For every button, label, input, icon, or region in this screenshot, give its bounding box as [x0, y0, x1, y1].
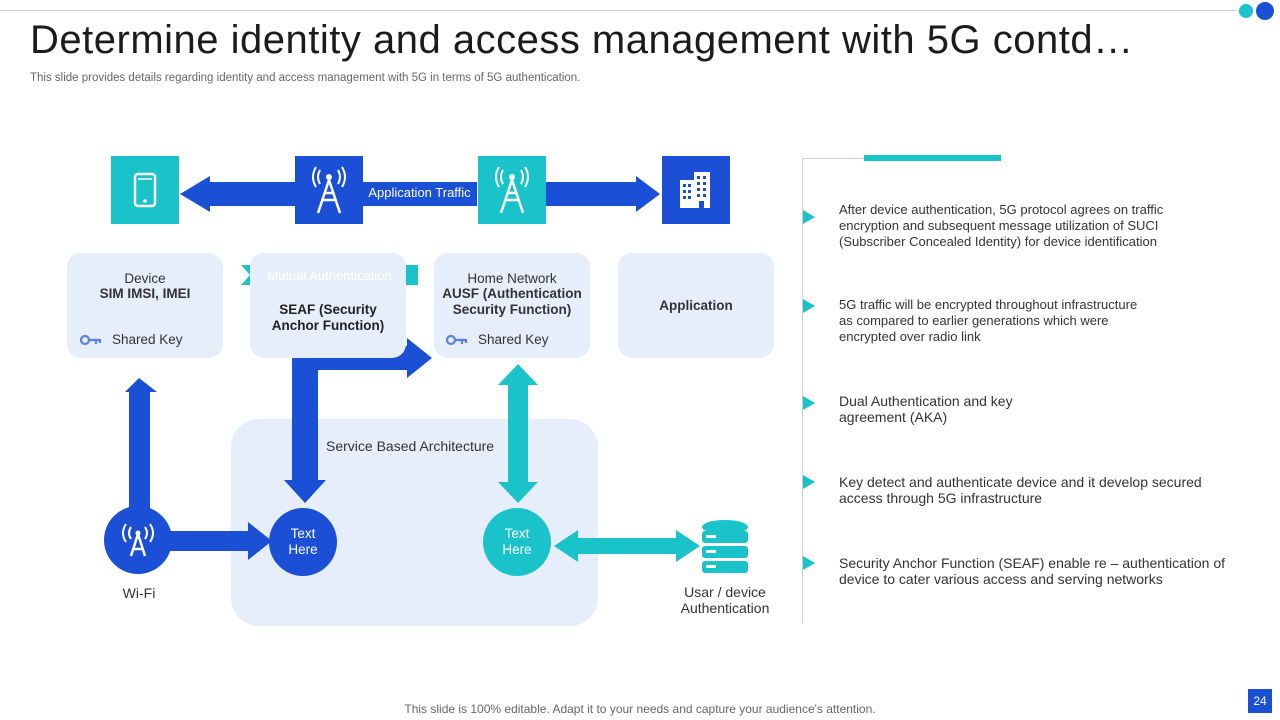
bullet-3: Dual Authentication and key agreement (A…	[839, 393, 1013, 425]
decor-dot-blue	[1256, 2, 1274, 20]
right-divider-top	[802, 158, 864, 159]
bullet-arrow-icon	[803, 210, 815, 224]
wifi-label: Wi-Fi	[122, 585, 156, 601]
user-auth-label: Usar / device Authentication	[680, 584, 770, 616]
phone-icon	[111, 156, 179, 224]
application-label: Application	[659, 298, 733, 313]
footer-note: This slide is 100% editable. Adapt it to…	[404, 702, 876, 716]
seaf-label: SEAF (Security Anchor Function)	[271, 302, 385, 333]
device-shared-key-label: Shared Key	[112, 332, 183, 347]
arrow-to-device	[180, 176, 295, 212]
home-shared-key: Shared Key	[446, 332, 549, 347]
arrow-to-application	[546, 176, 660, 212]
building-icon	[662, 156, 730, 224]
arrow-ausf-user	[554, 530, 700, 562]
right-divider	[802, 158, 803, 623]
page-number: 24	[1248, 689, 1272, 713]
bullet-arrow-icon	[803, 299, 815, 313]
circle-text-1: Text Here	[269, 508, 337, 576]
bullet-2: 5G traffic will be encrypted throughout …	[839, 297, 1138, 344]
bullet-arrow-icon	[803, 475, 815, 489]
device-sim-label: SIM IMSI, IMEI	[99, 286, 191, 301]
traffic-bar	[362, 182, 477, 206]
page-title: Determine identity and access management…	[30, 18, 1134, 62]
application-card: Application	[618, 253, 774, 358]
device-card: Device SIM IMSI, IMEI	[67, 253, 223, 358]
bullet-arrow-icon	[803, 556, 815, 570]
wifi-icon	[104, 506, 172, 574]
sba-label: Service Based Architecture	[326, 438, 495, 454]
bullet-5: Security Anchor Function (SEAF) enable r…	[839, 555, 1225, 587]
bullet-4: Key detect and authenticate device and i…	[839, 474, 1202, 506]
database-icon	[702, 520, 748, 573]
arrow-up-wifi	[125, 378, 157, 510]
key-icon	[446, 334, 468, 345]
bullet-1: After device authentication, 5G protocol…	[839, 202, 1164, 249]
key-icon	[80, 334, 102, 345]
top-divider	[0, 10, 1236, 11]
seaf-card	[250, 253, 406, 358]
mutual-auth-label: Mutual Authentication	[267, 268, 392, 283]
circle-text-2: Text Here	[483, 508, 551, 576]
device-label: Device	[124, 271, 166, 286]
arrow-wifi-to-seaf	[170, 522, 272, 560]
cell-tower-icon	[295, 156, 363, 224]
home-shared-key-label: Shared Key	[478, 332, 549, 347]
application-traffic-label: Application Traffic	[368, 185, 471, 200]
decor-dot-teal	[1239, 4, 1253, 18]
device-shared-key: Shared Key	[80, 332, 183, 347]
home-network-label: Home Network	[467, 271, 557, 286]
page-subtitle: This slide provides details regarding id…	[30, 72, 581, 84]
accent-bar	[864, 155, 1001, 161]
antenna-tower-icon	[478, 156, 546, 224]
ausf-label: AUSF (Authentication Security Function)	[442, 286, 582, 317]
bullet-arrow-icon	[803, 396, 815, 410]
arrow-ausf-vertical	[498, 364, 538, 503]
